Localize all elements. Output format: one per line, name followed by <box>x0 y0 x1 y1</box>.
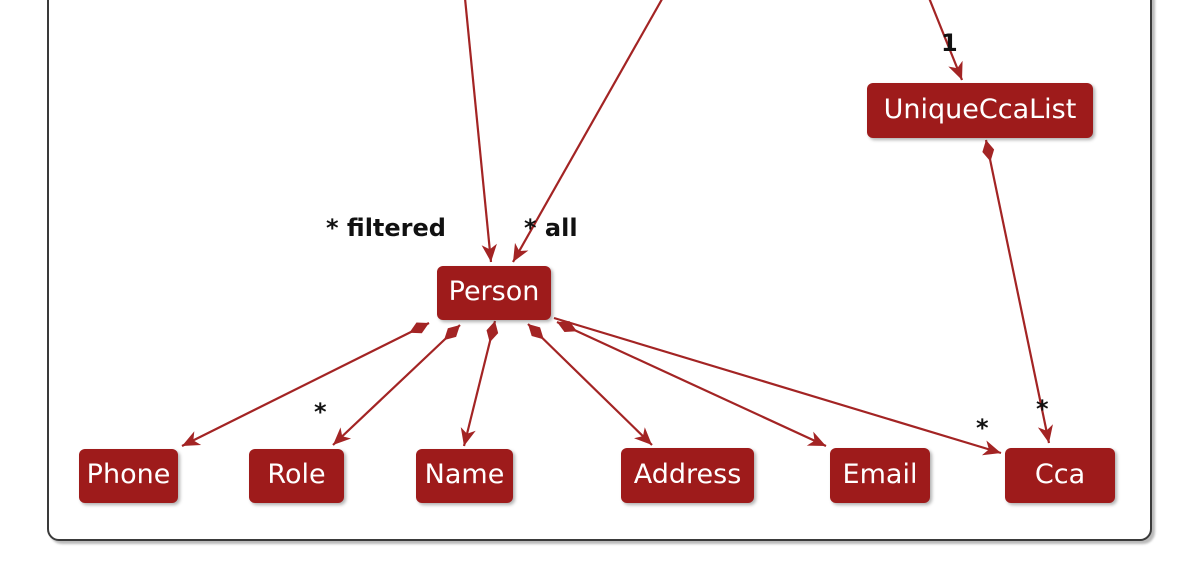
edge-all-to-person <box>512 0 663 263</box>
edge-person-email <box>556 321 827 447</box>
class-label-address: Address <box>633 458 742 490</box>
class-label-role: Role <box>267 459 326 490</box>
class-box-role: Role <box>249 449 344 503</box>
edge-person-role <box>332 324 461 446</box>
class-box-person: Person <box>437 266 551 320</box>
class-box-cca: Cca <box>1005 448 1115 503</box>
class-label-uniqueccalist: UniqueCcaList <box>883 93 1077 125</box>
annotation-role-multiplicity: * <box>314 398 327 426</box>
class-box-phone: Phone <box>79 449 178 503</box>
edge-uniqueccalist-cca <box>982 139 1053 444</box>
annotation-filtered-multiplicity: * filtered <box>326 214 446 242</box>
edge-person-cca <box>553 316 1002 456</box>
class-box-email: Email <box>830 448 930 503</box>
class-label-email: Email <box>842 458 918 490</box>
edge-to-uniqueccalist <box>928 0 964 81</box>
annotation-all-multiplicity: * all <box>524 214 578 242</box>
edge-filtered-to-person <box>464 0 497 263</box>
edge-person-name <box>460 320 499 447</box>
class-label-cca: Cca <box>1034 458 1086 490</box>
class-label-phone: Phone <box>86 459 171 490</box>
annotation-list-cca-multiplicity: * <box>1036 395 1049 423</box>
class-label-name: Name <box>424 459 505 490</box>
class-label-person: Person <box>448 276 540 307</box>
class-box-uniqueccalist: UniqueCcaList <box>867 83 1093 138</box>
annotation-uniqueccalist-multiplicity: 1 <box>941 29 958 57</box>
class-box-name: Name <box>416 449 513 503</box>
edge-person-phone <box>181 322 430 447</box>
class-box-address: Address <box>621 448 754 503</box>
annotation-person-cca-multiplicity: * <box>976 414 989 442</box>
